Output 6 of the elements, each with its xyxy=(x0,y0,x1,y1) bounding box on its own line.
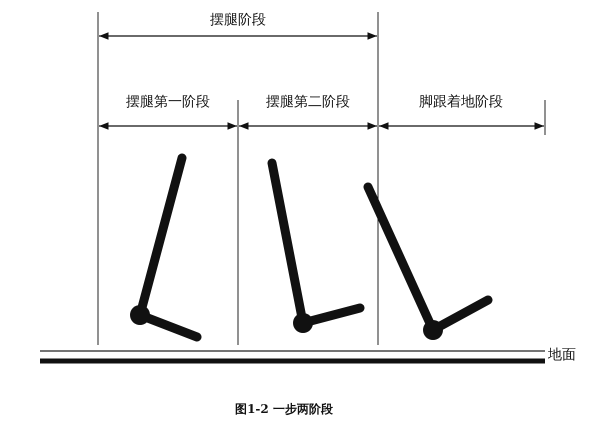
figure-caption: 图1-2 一步两阶段 xyxy=(235,401,333,417)
ground-label: 地面 xyxy=(548,347,576,363)
dimension-label: 摆腿第一阶段 xyxy=(126,94,210,110)
dimension-label: 脚跟着地阶段 xyxy=(419,94,503,110)
dimension-label: 摆腿第二阶段 xyxy=(266,94,350,110)
dimension-label: 摆腿阶段 xyxy=(210,12,266,28)
